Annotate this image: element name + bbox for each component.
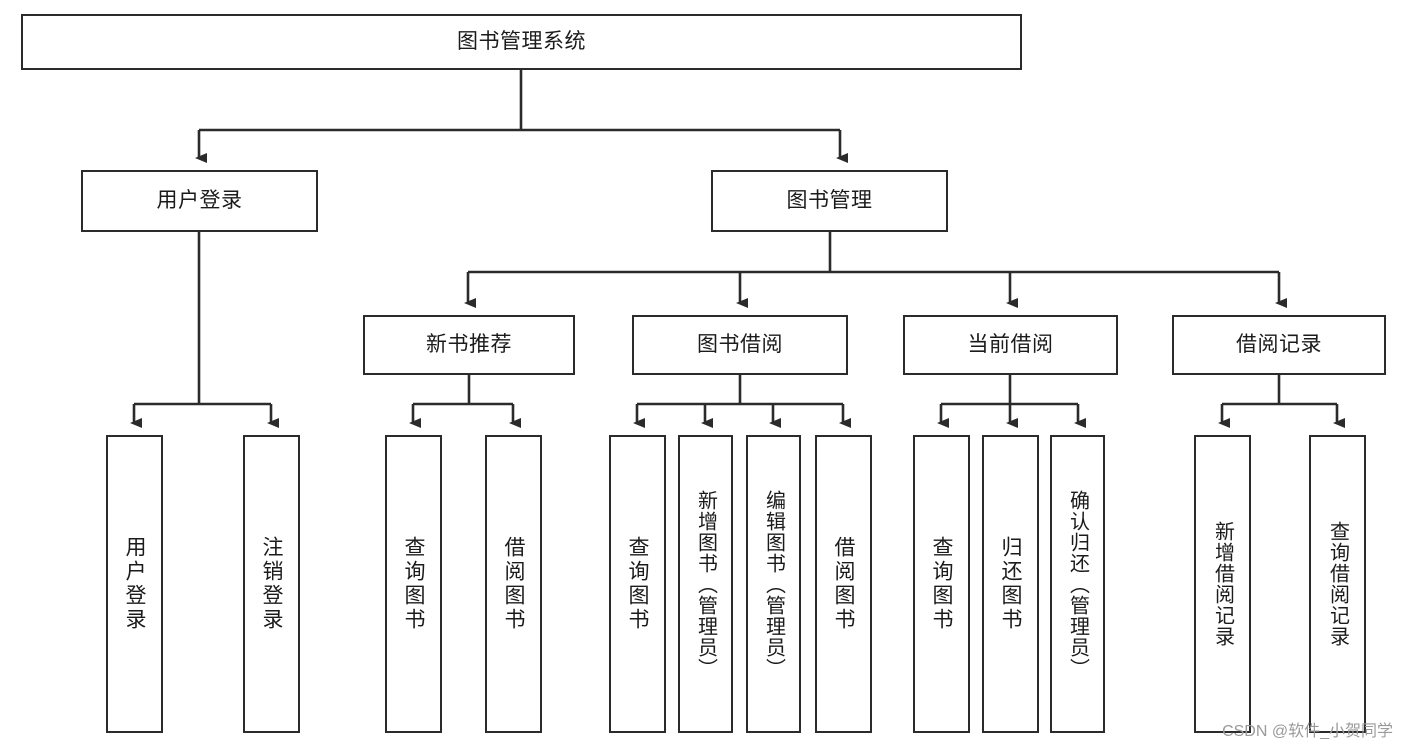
node-label: 新书推荐 — [426, 333, 512, 357]
node-user-login[interactable]: 用户登录 — [81, 170, 318, 232]
node-current-borrow[interactable]: 当前借阅 — [903, 315, 1118, 375]
node-label: 用户登录 — [156, 189, 243, 213]
node-label: 查询图书 — [402, 536, 425, 632]
node-label: 查询图书 — [626, 536, 649, 632]
node-leaf-edit-book[interactable]: 编辑图书（管理员） — [746, 435, 801, 733]
watermark-text: CSDN @软件_小贺同学 — [1222, 723, 1393, 740]
node-label: 借阅记录 — [1236, 333, 1322, 357]
node-leaf-query-record[interactable]: 查询借阅记录 — [1309, 435, 1366, 733]
node-label: 借阅图书 — [502, 536, 525, 632]
node-label: 借阅图书 — [832, 536, 855, 632]
node-leaf-query-book-3[interactable]: 查询图书 — [913, 435, 970, 733]
node-borrow-record[interactable]: 借阅记录 — [1172, 315, 1386, 375]
node-root-book-management-system[interactable]: 图书管理系统 — [21, 14, 1022, 70]
node-leaf-user-login[interactable]: 用户登录 — [106, 435, 163, 733]
node-label: 注销登录 — [260, 536, 283, 632]
node-label: 编辑图书（管理员） — [762, 489, 785, 679]
node-label: 当前借阅 — [967, 333, 1054, 357]
node-label: 新增借阅记录 — [1211, 521, 1234, 647]
node-leaf-query-book-1[interactable]: 查询图书 — [385, 435, 442, 733]
node-leaf-borrow-book-1[interactable]: 借阅图书 — [485, 435, 542, 733]
node-leaf-confirm-return[interactable]: 确认归还（管理员） — [1050, 435, 1105, 733]
node-leaf-query-book-2[interactable]: 查询图书 — [609, 435, 666, 733]
node-label: 确认归还（管理员） — [1066, 489, 1089, 679]
node-leaf-add-book[interactable]: 新增图书（管理员） — [678, 435, 733, 733]
node-label: 图书管理 — [786, 189, 873, 213]
node-new-book-recommend[interactable]: 新书推荐 — [363, 315, 575, 375]
node-book-borrow[interactable]: 图书借阅 — [632, 315, 848, 375]
node-label: 用户登录 — [123, 536, 146, 632]
node-label: 图书借阅 — [697, 333, 783, 357]
node-label: 查询图书 — [930, 536, 953, 632]
node-leaf-logout-login[interactable]: 注销登录 — [243, 435, 300, 733]
node-label: 归还图书 — [999, 536, 1022, 632]
node-book-management[interactable]: 图书管理 — [711, 170, 948, 232]
node-label: 查询借阅记录 — [1326, 521, 1349, 647]
node-leaf-borrow-book-2[interactable]: 借阅图书 — [815, 435, 872, 733]
node-leaf-return-book[interactable]: 归还图书 — [982, 435, 1039, 733]
node-leaf-add-record[interactable]: 新增借阅记录 — [1194, 435, 1251, 733]
node-label: 图书管理系统 — [457, 30, 586, 54]
node-label: 新增图书（管理员） — [694, 489, 717, 679]
